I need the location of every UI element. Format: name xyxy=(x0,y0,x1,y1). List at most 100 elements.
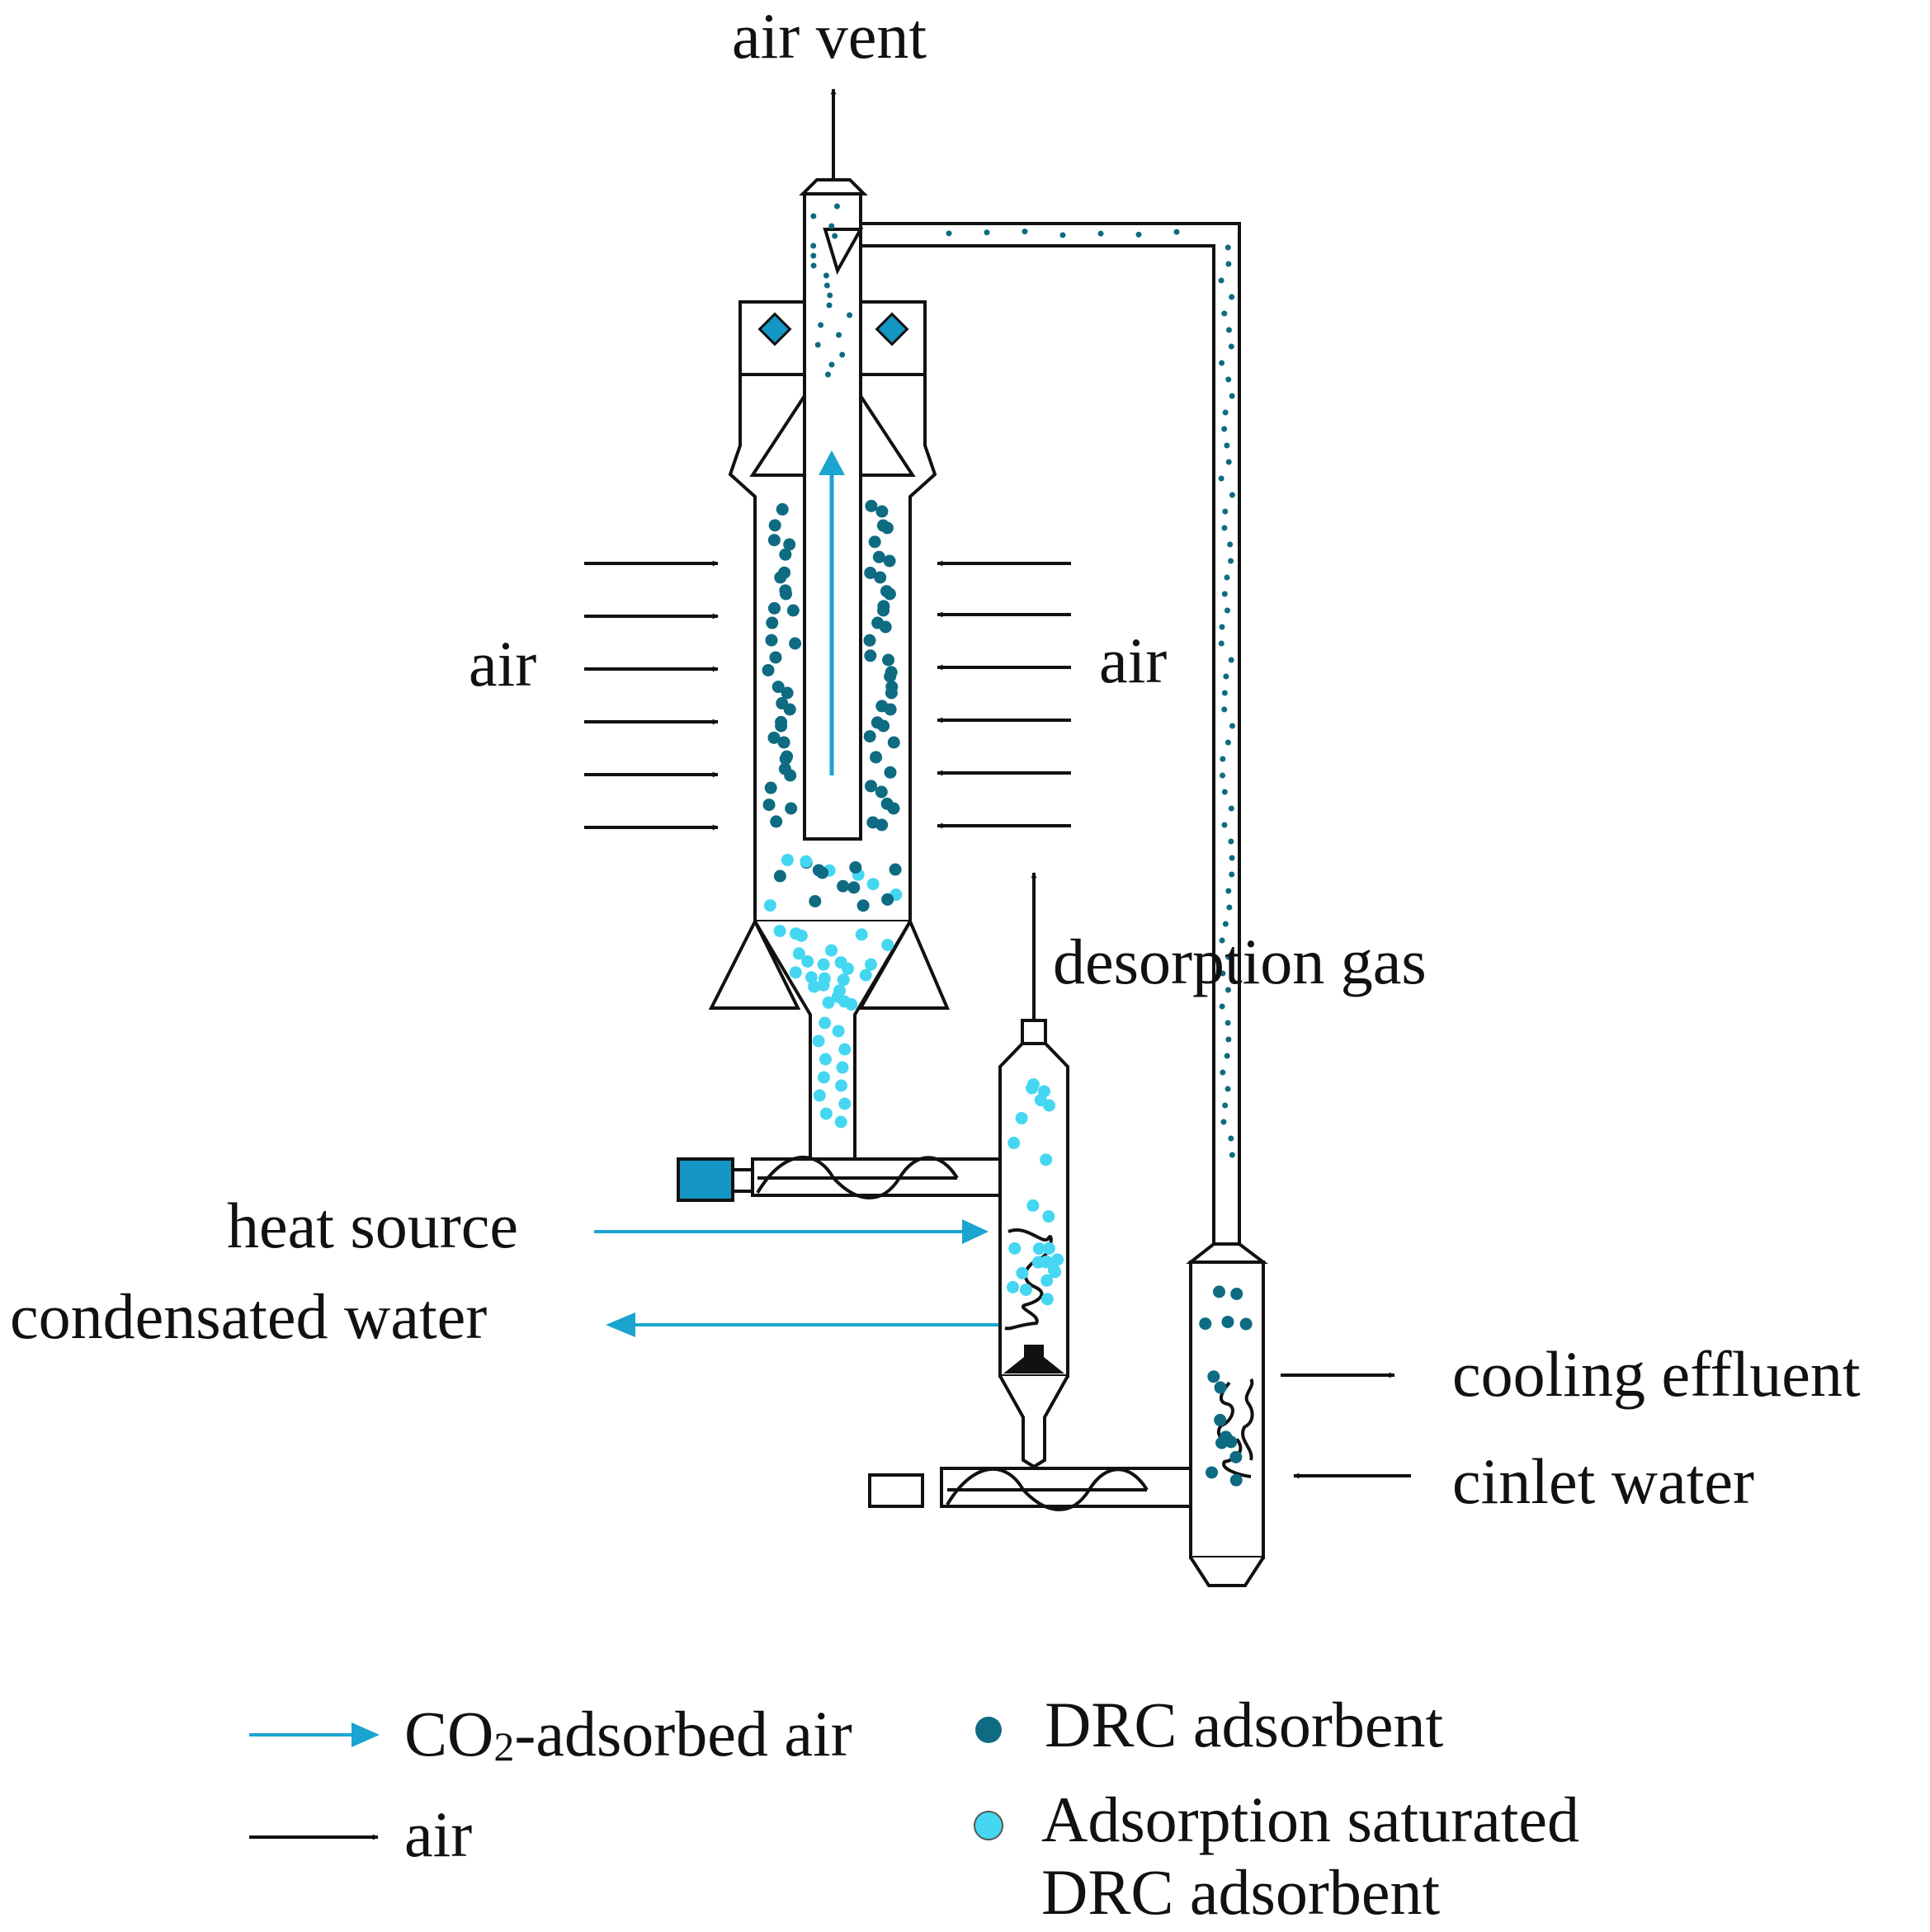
tower-inner-funnel xyxy=(749,394,916,477)
fine-drc-particle xyxy=(1220,756,1226,762)
saturated-particle xyxy=(838,1043,852,1056)
drc-particle xyxy=(779,548,792,561)
drc-particle xyxy=(875,505,889,518)
fine-drc-particle xyxy=(818,322,824,328)
drc-particle xyxy=(770,815,783,828)
fine-drc-particle xyxy=(1229,1152,1235,1158)
saturated-particle xyxy=(781,853,794,866)
saturated-particle xyxy=(834,956,847,969)
legend-co2-pre: CO xyxy=(404,1698,493,1769)
legend-co2-sub: 2 xyxy=(493,1723,514,1769)
fine-drc-particle xyxy=(1225,459,1232,465)
upper-conveyor-coupling xyxy=(731,1168,754,1193)
saturated-particle xyxy=(817,978,830,992)
saturated-particle xyxy=(1032,1242,1045,1256)
fine-drc-particle xyxy=(826,302,833,309)
fine-drc-particle xyxy=(1218,640,1225,647)
fine-drc-particle xyxy=(1225,1020,1231,1026)
drc-particle xyxy=(772,681,785,694)
fine-drc-particle xyxy=(1225,261,1232,267)
drc-particle xyxy=(786,604,800,617)
fine-drc-particle xyxy=(1229,871,1235,878)
legend-saturated-dot xyxy=(974,1811,1003,1840)
drc-particle xyxy=(849,861,862,874)
saturated-particle xyxy=(763,899,776,912)
left-skirt xyxy=(708,917,801,1010)
right-skirt xyxy=(857,917,951,1010)
drc-particle xyxy=(880,521,894,535)
saturated-particle xyxy=(819,1107,833,1120)
fine-drc-particle xyxy=(1220,970,1226,977)
drc-particle xyxy=(877,604,890,617)
fine-drc-particle xyxy=(828,361,835,368)
drc-particle xyxy=(776,502,789,516)
fine-drc-particle xyxy=(1223,673,1229,680)
drc-particle xyxy=(767,534,781,547)
saturated-particle xyxy=(801,954,814,968)
saturated-particle xyxy=(856,899,870,912)
drc-particle xyxy=(1212,1285,1225,1298)
fine-drc-particle xyxy=(1228,343,1234,350)
saturated-particle xyxy=(1016,1266,1029,1279)
saturated-particle xyxy=(1047,1264,1060,1277)
legend-air-label: air xyxy=(404,1798,472,1870)
right-air-arrows xyxy=(937,560,1071,829)
saturated-particle xyxy=(864,958,877,971)
drc-particle xyxy=(766,616,779,629)
left-valve-diamond xyxy=(757,312,792,346)
condensated-water-arrowhead xyxy=(606,1312,635,1337)
saturated-particle xyxy=(819,1016,832,1030)
fine-drc-particle xyxy=(1221,426,1228,432)
drc-particle xyxy=(1230,1287,1243,1300)
drc-particle xyxy=(887,802,900,815)
drc-particle xyxy=(1206,1466,1219,1479)
saturated-particle xyxy=(1041,1274,1054,1287)
drc-particle xyxy=(877,719,890,733)
drc-particle xyxy=(875,785,888,799)
saturated-particle xyxy=(889,863,902,876)
drc-particle xyxy=(866,878,880,891)
fine-drc-particle xyxy=(1225,987,1231,993)
drc-particle xyxy=(816,866,829,879)
drc-particle xyxy=(769,651,782,664)
saturated-particle xyxy=(859,968,872,982)
cooler-bottom-cone xyxy=(1189,1556,1265,1587)
fine-drc-particle xyxy=(1229,393,1235,399)
drc-particle xyxy=(863,730,876,743)
saturated-particle xyxy=(1040,1153,1053,1166)
drc-particle xyxy=(837,879,850,893)
fine-drc-particle xyxy=(1228,657,1234,663)
fine-drc-particle xyxy=(1220,1069,1226,1076)
fine-drc-particle xyxy=(1221,822,1228,828)
legend-drc-dot xyxy=(975,1717,1002,1743)
drc-particle xyxy=(887,736,900,749)
fine-drc-particle xyxy=(1221,525,1228,531)
drc-particle xyxy=(884,670,897,683)
fine-drc-particle xyxy=(814,342,821,348)
condensated-water-label: condensated water xyxy=(10,1280,487,1352)
desorption-valve xyxy=(1003,1345,1064,1374)
fine-drc-particle xyxy=(1227,541,1234,548)
saturated-particle xyxy=(847,881,861,894)
cooling-effluent-label: cooling effluent xyxy=(1452,1338,1861,1410)
fine-drc-particle xyxy=(832,233,838,239)
fine-drc-particle xyxy=(828,223,835,229)
lower-screw-conveyor xyxy=(868,1467,1192,1511)
fine-drc-particle xyxy=(833,203,840,210)
fine-drc-particle xyxy=(1222,409,1229,416)
fine-drc-particle xyxy=(1219,937,1225,944)
drc-particle xyxy=(773,869,786,883)
fine-drc-particle xyxy=(1218,277,1225,284)
tower-shoulder xyxy=(728,373,937,921)
fine-drc-particle xyxy=(1225,376,1232,383)
fine-drc-particle xyxy=(810,213,817,219)
fine-drc-particle xyxy=(1219,360,1225,366)
saturated-particle xyxy=(812,1034,825,1048)
fine-drc-particle xyxy=(1228,1135,1234,1142)
desorption-gas-label: desorption gas xyxy=(1053,926,1427,997)
fine-drc-particle xyxy=(1097,230,1104,237)
fine-drc-particle xyxy=(984,229,990,236)
fine-drc-particle xyxy=(1218,475,1225,482)
saturated-particle xyxy=(1008,1242,1022,1255)
co2-flow-arrowhead xyxy=(819,450,845,475)
